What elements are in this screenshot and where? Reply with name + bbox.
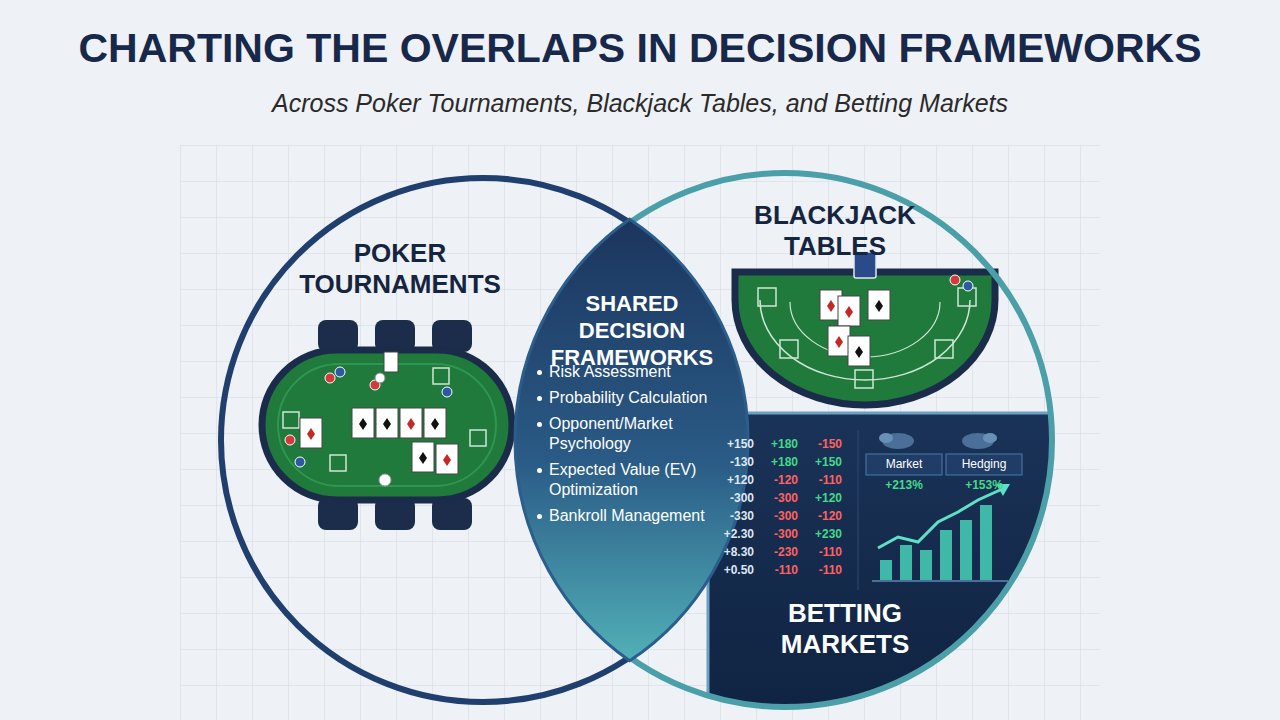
title: CHARTING THE OVERLAPS IN DECISION FRAMEW… bbox=[20, 24, 1260, 72]
odds-cell: -330 bbox=[712, 508, 754, 524]
bullet-text: Risk Assessment bbox=[549, 363, 671, 380]
bullet-dot bbox=[537, 468, 542, 473]
bullet-item: Risk Assessment bbox=[536, 362, 748, 382]
odds-cell: -300 bbox=[712, 490, 754, 506]
odds-cell: -120 bbox=[756, 472, 798, 488]
odds-cell: +230 bbox=[800, 526, 842, 542]
market-tab: Market bbox=[866, 457, 942, 472]
odds-cell: +0.50 bbox=[712, 562, 754, 578]
bullet-dot bbox=[537, 370, 542, 375]
odds-cell: -230 bbox=[756, 544, 798, 560]
odds-cell: +150 bbox=[712, 436, 754, 452]
odds-cell: +120 bbox=[712, 472, 754, 488]
odds-cell: -110 bbox=[800, 472, 842, 488]
bullet-dot bbox=[537, 396, 542, 401]
odds-cell: -110 bbox=[756, 562, 798, 578]
odds-cell: -110 bbox=[800, 544, 842, 560]
node-label: BETTING MARKETS bbox=[755, 598, 935, 660]
node-label: BLACKJACK TABLES bbox=[725, 200, 945, 262]
odds-cell: -300 bbox=[756, 526, 798, 542]
percent-value: +153% bbox=[946, 478, 1022, 493]
bullet-text: Opponent/Market Psychology bbox=[549, 415, 673, 452]
odds-cell: -300 bbox=[756, 508, 798, 524]
market-chart bbox=[866, 433, 1022, 581]
lens-heading: SHARED DECISION FRAMEWORKS bbox=[537, 290, 727, 371]
odds-cell: +180 bbox=[756, 436, 798, 452]
market-panel-fill bbox=[708, 413, 1070, 720]
overlap-lens: SHARED DECISION FRAMEWORKSRisk Assessmen… bbox=[515, 219, 748, 661]
odds-cell: -150 bbox=[800, 436, 842, 452]
odds-cell: +2.30 bbox=[712, 526, 754, 542]
poker-table bbox=[262, 320, 512, 530]
bullet-text: Bankroll Management bbox=[549, 507, 705, 524]
percent-value: +213% bbox=[866, 478, 942, 493]
node-label: POKER TOURNAMENTS bbox=[268, 238, 532, 300]
odds-cell: +150 bbox=[800, 454, 842, 470]
odds-cell: -110 bbox=[800, 562, 842, 578]
bullet-item: Expected Value (EV) Optimization bbox=[536, 460, 748, 500]
odds-cell: -120 bbox=[800, 508, 842, 524]
odds-cell: +120 bbox=[800, 490, 842, 506]
bullet-text: Probability Calculation bbox=[549, 389, 707, 406]
odds-cell: -300 bbox=[756, 490, 798, 506]
odds-cell: +8.30 bbox=[712, 544, 754, 560]
bullet-text: Expected Value (EV) Optimization bbox=[549, 461, 696, 498]
bullet-item: Probability Calculation bbox=[536, 388, 748, 408]
market-tab: Hedging bbox=[946, 457, 1022, 472]
subtitle: Across Poker Tournaments, Blackjack Tabl… bbox=[20, 88, 1260, 118]
odds-cell: +180 bbox=[756, 454, 798, 470]
bullet-dot bbox=[537, 514, 542, 519]
bullet-list: Risk AssessmentProbability CalculationOp… bbox=[536, 362, 748, 532]
bullet-dot bbox=[537, 422, 542, 427]
bullet-item: Opponent/Market Psychology bbox=[536, 414, 748, 454]
odds-cell: -130 bbox=[712, 454, 754, 470]
bullet-item: Bankroll Management bbox=[536, 506, 748, 526]
blackjack-table bbox=[735, 252, 995, 405]
